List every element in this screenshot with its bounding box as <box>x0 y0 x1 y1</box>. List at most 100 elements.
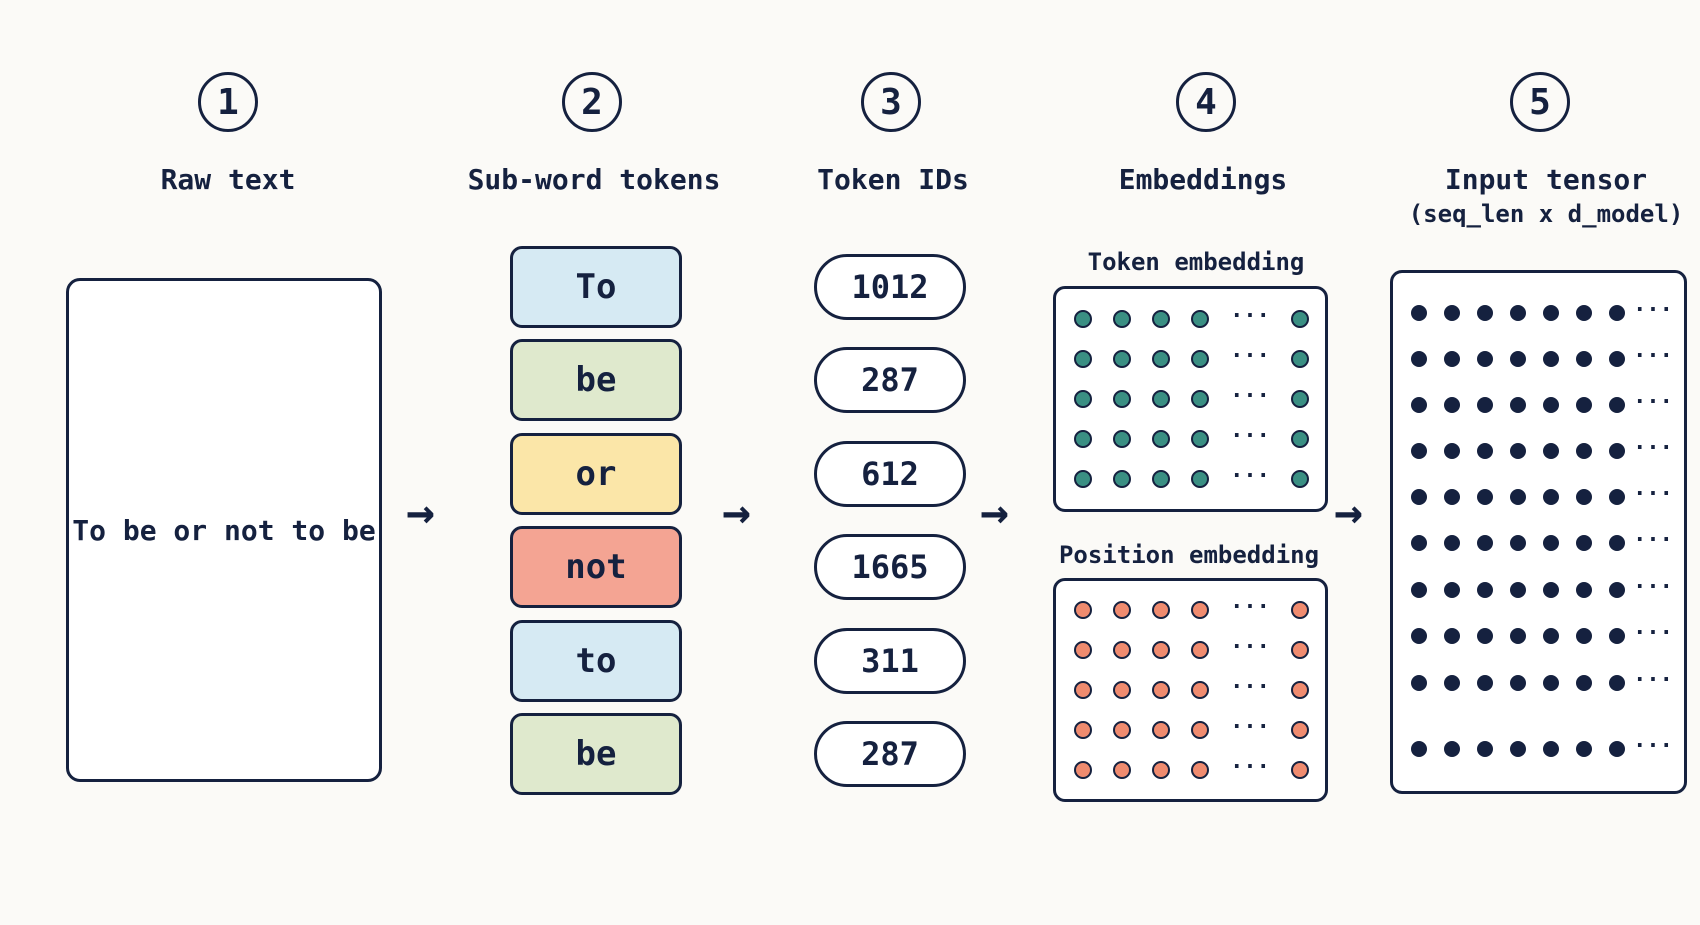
step-5-title: Input tensor <box>1444 163 1648 196</box>
token-embedding-matrix <box>1053 286 1328 512</box>
token-embedding-dot <box>1291 350 1309 368</box>
token-embedding-dot <box>1074 310 1092 328</box>
tensor-dot <box>1576 535 1592 551</box>
tensor-dot <box>1576 305 1592 321</box>
token-chip: To <box>510 246 682 328</box>
tensor-dot <box>1411 351 1427 367</box>
token-id-pill: 287 <box>814 721 966 787</box>
tensor-dot <box>1609 443 1625 459</box>
tensor-dot <box>1510 535 1526 551</box>
raw-text: To be or not to be <box>72 513 376 547</box>
token-embedding-dot <box>1113 310 1131 328</box>
ellipsis-icon: ··· <box>1230 304 1270 329</box>
tensor-dot <box>1543 741 1559 757</box>
token-embedding-dot <box>1191 390 1209 408</box>
tensor-dot <box>1411 535 1427 551</box>
tensor-dot <box>1543 443 1559 459</box>
token-embedding-dot <box>1152 350 1170 368</box>
ellipsis-icon: ··· <box>1230 595 1270 620</box>
tensor-dot <box>1477 628 1493 644</box>
token-embedding-dot <box>1074 430 1092 448</box>
tensor-dot <box>1609 741 1625 757</box>
tensor-dot <box>1576 582 1592 598</box>
ellipsis-icon: ··· <box>1633 298 1673 323</box>
arrow-3-icon: → <box>980 484 1009 540</box>
position-embedding-dot <box>1113 681 1131 699</box>
tensor-dot <box>1543 535 1559 551</box>
position-embedding-dot <box>1291 601 1309 619</box>
ellipsis-icon: ··· <box>1230 715 1270 740</box>
step-2-title: Sub-word tokens <box>467 163 721 196</box>
step-5-badge: 5 <box>1510 72 1570 132</box>
step-1-badge: 1 <box>198 72 258 132</box>
ellipsis-icon: ··· <box>1633 528 1673 553</box>
token-embedding-dot <box>1191 430 1209 448</box>
token-embedding-dot <box>1074 350 1092 368</box>
token-embedding-dot <box>1152 430 1170 448</box>
position-embedding-dot <box>1152 761 1170 779</box>
tensor-dot <box>1444 675 1460 691</box>
tensor-dot <box>1510 443 1526 459</box>
token-chip: to <box>510 620 682 702</box>
ellipsis-icon: ··· <box>1633 390 1673 415</box>
token-id-pill: 612 <box>814 441 966 507</box>
token-embedding-dot <box>1074 390 1092 408</box>
arrow-2-icon: → <box>722 484 751 540</box>
tensor-dot <box>1609 628 1625 644</box>
position-embedding-dot <box>1191 761 1209 779</box>
position-embedding-dot <box>1074 641 1092 659</box>
tensor-dot <box>1477 443 1493 459</box>
token-chip: be <box>510 713 682 795</box>
tensor-dot <box>1411 675 1427 691</box>
token-embedding-dot <box>1113 350 1131 368</box>
tensor-dot <box>1609 489 1625 505</box>
ellipsis-icon: ··· <box>1633 436 1673 461</box>
position-embedding-label: Position embedding <box>1058 541 1320 569</box>
ellipsis-icon: ··· <box>1230 464 1270 489</box>
token-embedding-label: Token embedding <box>1087 248 1305 276</box>
step-4-title: Embeddings <box>1118 163 1288 196</box>
token-embedding-dot <box>1074 470 1092 488</box>
position-embedding-dot <box>1191 601 1209 619</box>
tensor-dot <box>1477 305 1493 321</box>
token-chip: not <box>510 526 682 608</box>
tensor-dot <box>1576 397 1592 413</box>
position-embedding-dot <box>1191 641 1209 659</box>
token-embedding-dot <box>1152 310 1170 328</box>
ellipsis-icon: ··· <box>1633 734 1673 759</box>
token-embedding-dot <box>1191 310 1209 328</box>
tensor-dot <box>1510 305 1526 321</box>
position-embedding-dot <box>1152 721 1170 739</box>
tensor-dot <box>1444 741 1460 757</box>
position-embedding-dot <box>1291 641 1309 659</box>
ellipsis-icon: ··· <box>1230 755 1270 780</box>
token-embedding-dot <box>1152 470 1170 488</box>
tensor-dot <box>1543 582 1559 598</box>
tensor-dot <box>1444 535 1460 551</box>
tensor-dot <box>1411 397 1427 413</box>
token-chip: or <box>510 433 682 515</box>
tensor-dot <box>1411 443 1427 459</box>
tensor-dot <box>1609 305 1625 321</box>
ellipsis-icon: ··· <box>1230 635 1270 660</box>
tensor-dot <box>1411 628 1427 644</box>
tensor-dot <box>1477 741 1493 757</box>
position-embedding-dot <box>1152 601 1170 619</box>
step-3-title: Token IDs <box>817 163 969 196</box>
input-tensor-matrix <box>1390 270 1687 794</box>
token-embedding-dot <box>1291 390 1309 408</box>
token-embedding-dot <box>1191 350 1209 368</box>
tensor-dot <box>1444 628 1460 644</box>
tensor-dot <box>1609 397 1625 413</box>
position-embedding-dot <box>1152 681 1170 699</box>
tensor-dot <box>1576 351 1592 367</box>
tensor-dot <box>1444 489 1460 505</box>
ellipsis-icon: ··· <box>1633 344 1673 369</box>
token-embedding-dot <box>1291 430 1309 448</box>
tensor-dot <box>1444 582 1460 598</box>
token-chip: be <box>510 339 682 421</box>
tensor-dot <box>1411 489 1427 505</box>
ellipsis-icon: ··· <box>1230 675 1270 700</box>
step-5-subtitle: (seq_len x d_model) <box>1408 200 1684 228</box>
position-embedding-dot <box>1113 721 1131 739</box>
